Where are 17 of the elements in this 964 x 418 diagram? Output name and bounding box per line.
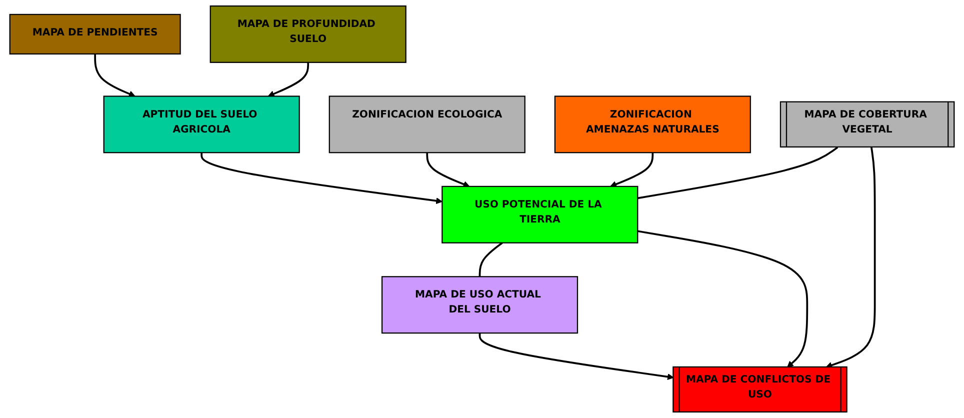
arrow [268,62,310,97]
arrow [200,152,442,204]
arrow [826,147,876,368]
node-box: MAPA DE PENDIENTES [9,14,181,54]
connector [478,242,503,277]
node-box: USO POTENCIAL DE LA TIERRA [442,186,638,244]
node-box: APTITUD DEL SUELO AGRICOLA [103,96,300,154]
arrow [478,333,674,380]
connector [637,146,838,200]
node-box: MAPA DE USO ACTUAL DEL SUELO [381,276,578,334]
node-box: ZONIFICACION AMENAZAS NATURALES [554,96,751,154]
arrow [610,152,654,188]
arrow [637,230,808,368]
arrow [94,54,136,97]
arrow [426,152,470,188]
node-box: MAPA DE PROFUNDIDAD SUELO [210,5,406,63]
node-box: ZONIFICACION ECOLOGICA [328,96,526,154]
